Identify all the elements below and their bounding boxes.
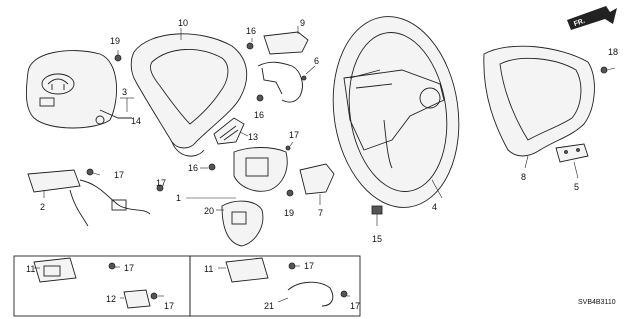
callout-labels: 10 9 16 19 6 3 14 16 13 17 16 1 20 19 7 … (26, 18, 618, 311)
callout-4: 4 (432, 202, 437, 212)
callout-18: 18 (608, 47, 618, 57)
rear-cover-8[interactable] (483, 45, 608, 157)
callout-17-box-right-top: 17 (304, 261, 314, 271)
steering-wheel-lower-cover[interactable] (130, 33, 248, 157)
bracket-5[interactable] (555, 143, 589, 163)
callout-16-low: 16 (188, 163, 198, 173)
callout-5: 5 (574, 182, 579, 192)
airbag-module[interactable] (25, 50, 132, 129)
front-direction-arrow-icon: FR. (567, 6, 617, 30)
sensor-bracket-7[interactable] (286, 163, 335, 197)
callout-17-box-right-bottom: 17 (350, 301, 360, 311)
steering-wheel-4[interactable] (321, 8, 471, 215)
switch-cover-20[interactable] (221, 200, 264, 247)
callout-11-right: 11 (204, 264, 213, 274)
callout-10: 10 (178, 18, 188, 28)
switch-assembly-1[interactable] (208, 145, 291, 192)
callout-15: 15 (372, 234, 382, 244)
switch-2-with-harness[interactable] (27, 168, 164, 227)
callout-6: 6 (314, 56, 319, 66)
callout-17-box-left-bottom: 17 (164, 301, 174, 311)
callout-19-low: 19 (284, 208, 294, 218)
callout-1: 1 (176, 193, 181, 203)
steering-wheel-bolt-15[interactable] (371, 205, 383, 226)
callout-16-top: 16 (246, 26, 256, 36)
callout-19-top: 19 (110, 36, 120, 46)
callout-16-mid: 16 (254, 110, 264, 120)
callout-13: 13 (248, 132, 258, 142)
cover-13[interactable] (213, 117, 245, 145)
callout-14: 14 (131, 116, 141, 126)
callout-17-left: 17 (114, 170, 124, 180)
switch-bracket-9[interactable] (246, 31, 309, 55)
callout-7: 7 (318, 208, 323, 218)
callout-17-box-left-top: 17 (124, 263, 134, 273)
airbag-bolt-19[interactable] (114, 50, 122, 62)
callout-11-left: 11 (26, 264, 35, 274)
callout-3: 3 (122, 87, 127, 97)
callout-17-right: 17 (156, 178, 166, 188)
callout-17-mid: 17 (289, 130, 299, 140)
harness-6[interactable] (256, 61, 307, 103)
diagram-code: SVB4B3110 (578, 299, 616, 306)
callout-2: 2 (40, 202, 45, 212)
leader-lines (34, 26, 616, 303)
callout-20: 20 (204, 206, 214, 216)
variant-box-right (189, 255, 361, 317)
callout-8: 8 (521, 172, 526, 182)
front-direction-label: FR. (573, 18, 586, 28)
callout-12: 12 (106, 294, 116, 304)
callout-21: 21 (264, 301, 274, 311)
callout-9: 9 (300, 18, 305, 28)
